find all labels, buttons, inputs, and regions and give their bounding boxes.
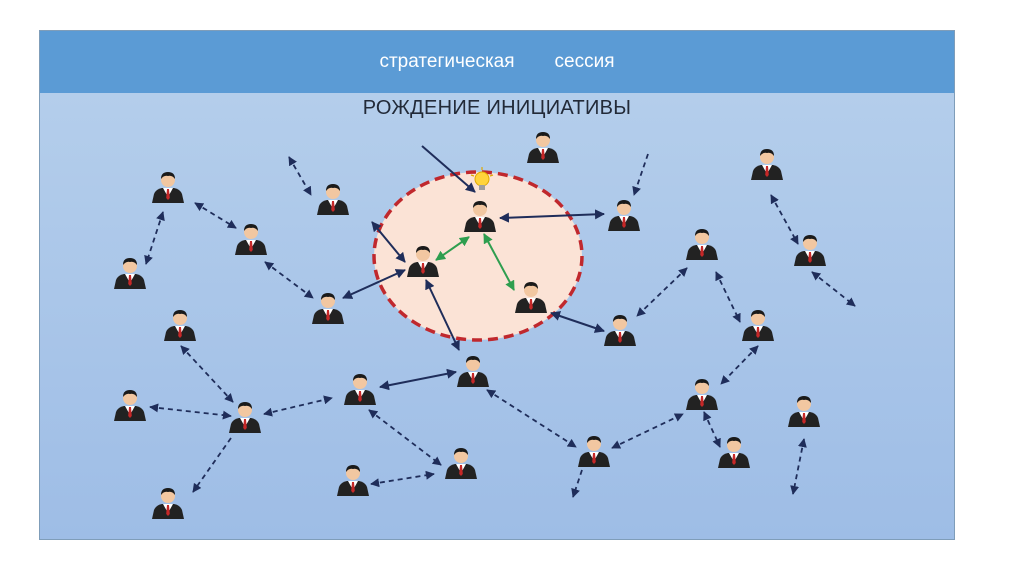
businessman-icon [751,149,783,180]
banner-word-2: сессия [554,51,615,72]
businessman-icon [457,356,489,387]
slide-background: стратегическая сессия РОЖДЕНИЕ ИНИЦИАТИВ… [39,30,955,540]
businessman-icon [527,132,559,163]
link [149,403,232,420]
link [715,271,741,323]
link [790,438,807,495]
link [483,233,515,291]
businessman-icon [337,465,369,496]
banner-word-1: стратегическая [379,51,515,72]
banner-title: стратегическая сессия [40,31,954,93]
businessman-icon [686,229,718,260]
businessman-icon [445,448,477,479]
link [550,311,605,333]
link [144,211,165,265]
link [288,156,312,196]
link [435,236,470,261]
link [703,411,721,448]
link [342,269,406,299]
businessman-icon [152,488,184,519]
link [499,209,605,223]
businessman-icon [788,396,820,427]
businessman-icon [235,224,267,255]
green-links [435,233,515,291]
link [425,279,460,351]
link [636,267,688,317]
lightbulb-icon [470,167,494,190]
link [194,202,237,229]
businessman-icon [718,437,750,468]
link [720,345,759,385]
businessman-icon [344,374,376,405]
initiative-circle [372,170,584,342]
businessman-icon [794,235,826,266]
businessman-icon [742,310,774,341]
businessman-icon [578,436,610,467]
diagram-subtitle: РОЖДЕНИЕ ИНИЦИАТИВЫ [362,97,632,119]
businessman-icon [686,379,718,410]
businessman-icon [164,310,196,341]
dashed-links [144,153,856,498]
link [379,368,457,391]
businessman-icon [317,184,349,215]
link [811,271,856,307]
link [611,413,684,449]
link [370,470,435,488]
link [770,194,799,245]
businessman-icon [229,402,261,433]
link [192,437,232,493]
link [371,221,406,263]
businessman-icon [114,258,146,289]
link [632,153,649,196]
businessman-icon [114,390,146,421]
link [180,345,234,403]
businessman-icon [312,293,344,324]
link [368,409,442,466]
solid-links [342,145,605,391]
businessman-icon [604,315,636,346]
link [486,389,577,448]
link [263,395,333,417]
link [421,145,476,193]
businessman-icon [152,172,184,203]
link [264,261,314,299]
link [571,469,583,498]
businessman-icon [608,200,640,231]
title-banner: стратегическая сессия [40,31,954,93]
